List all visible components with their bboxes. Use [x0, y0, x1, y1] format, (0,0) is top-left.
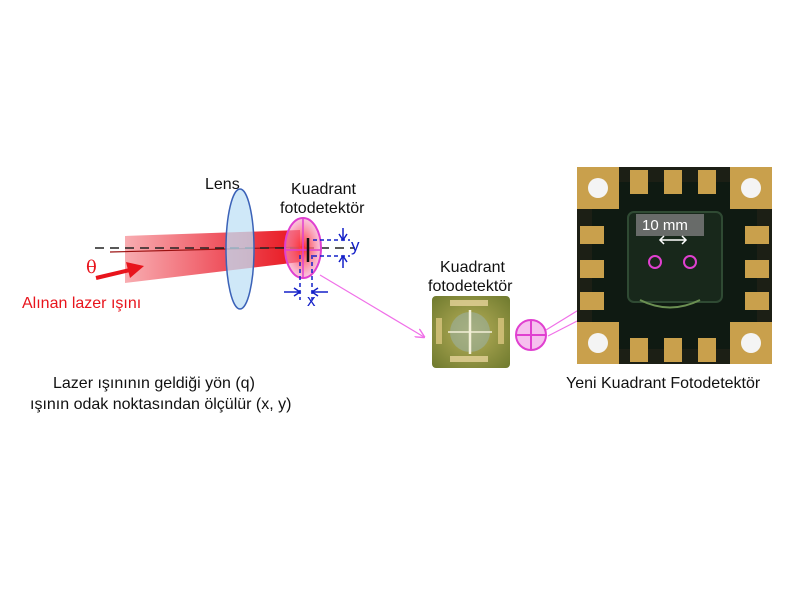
detector-mid-label-2: fotodetektör [428, 278, 513, 295]
new-detector-label: Yeni Kuadrant Fotodetektör [566, 375, 761, 392]
y-measure [313, 228, 350, 268]
detector-left-label-1: Kuadrant [291, 181, 356, 198]
red-arrow-icon [95, 262, 144, 280]
detector-photo [432, 296, 510, 368]
x-measure [284, 255, 328, 300]
y-label: y [351, 236, 360, 255]
caption-line-1: Lazer ışınının geldiği yön (q) [53, 375, 255, 392]
scale-bar-label: 10 mm [642, 217, 688, 234]
x-label: x [307, 291, 316, 310]
lens-shape [225, 188, 255, 310]
quadrant-detector-icon [515, 319, 547, 351]
detector-left-label-2: fotodetektör [280, 200, 365, 217]
board-photo [577, 167, 772, 364]
caption-line-2: ışının odak noktasından ölçülür (x, y) [30, 396, 292, 413]
beam-center-line [109, 246, 306, 253]
lens-label: Lens [205, 176, 240, 193]
theta-symbol: θ [86, 257, 97, 278]
incoming-laser-label: Alınan lazer ışını [22, 295, 142, 312]
detector-mid-label-1: Kuadrant [440, 259, 505, 276]
laser-beam [125, 230, 300, 283]
pointer-left [319, 274, 424, 337]
